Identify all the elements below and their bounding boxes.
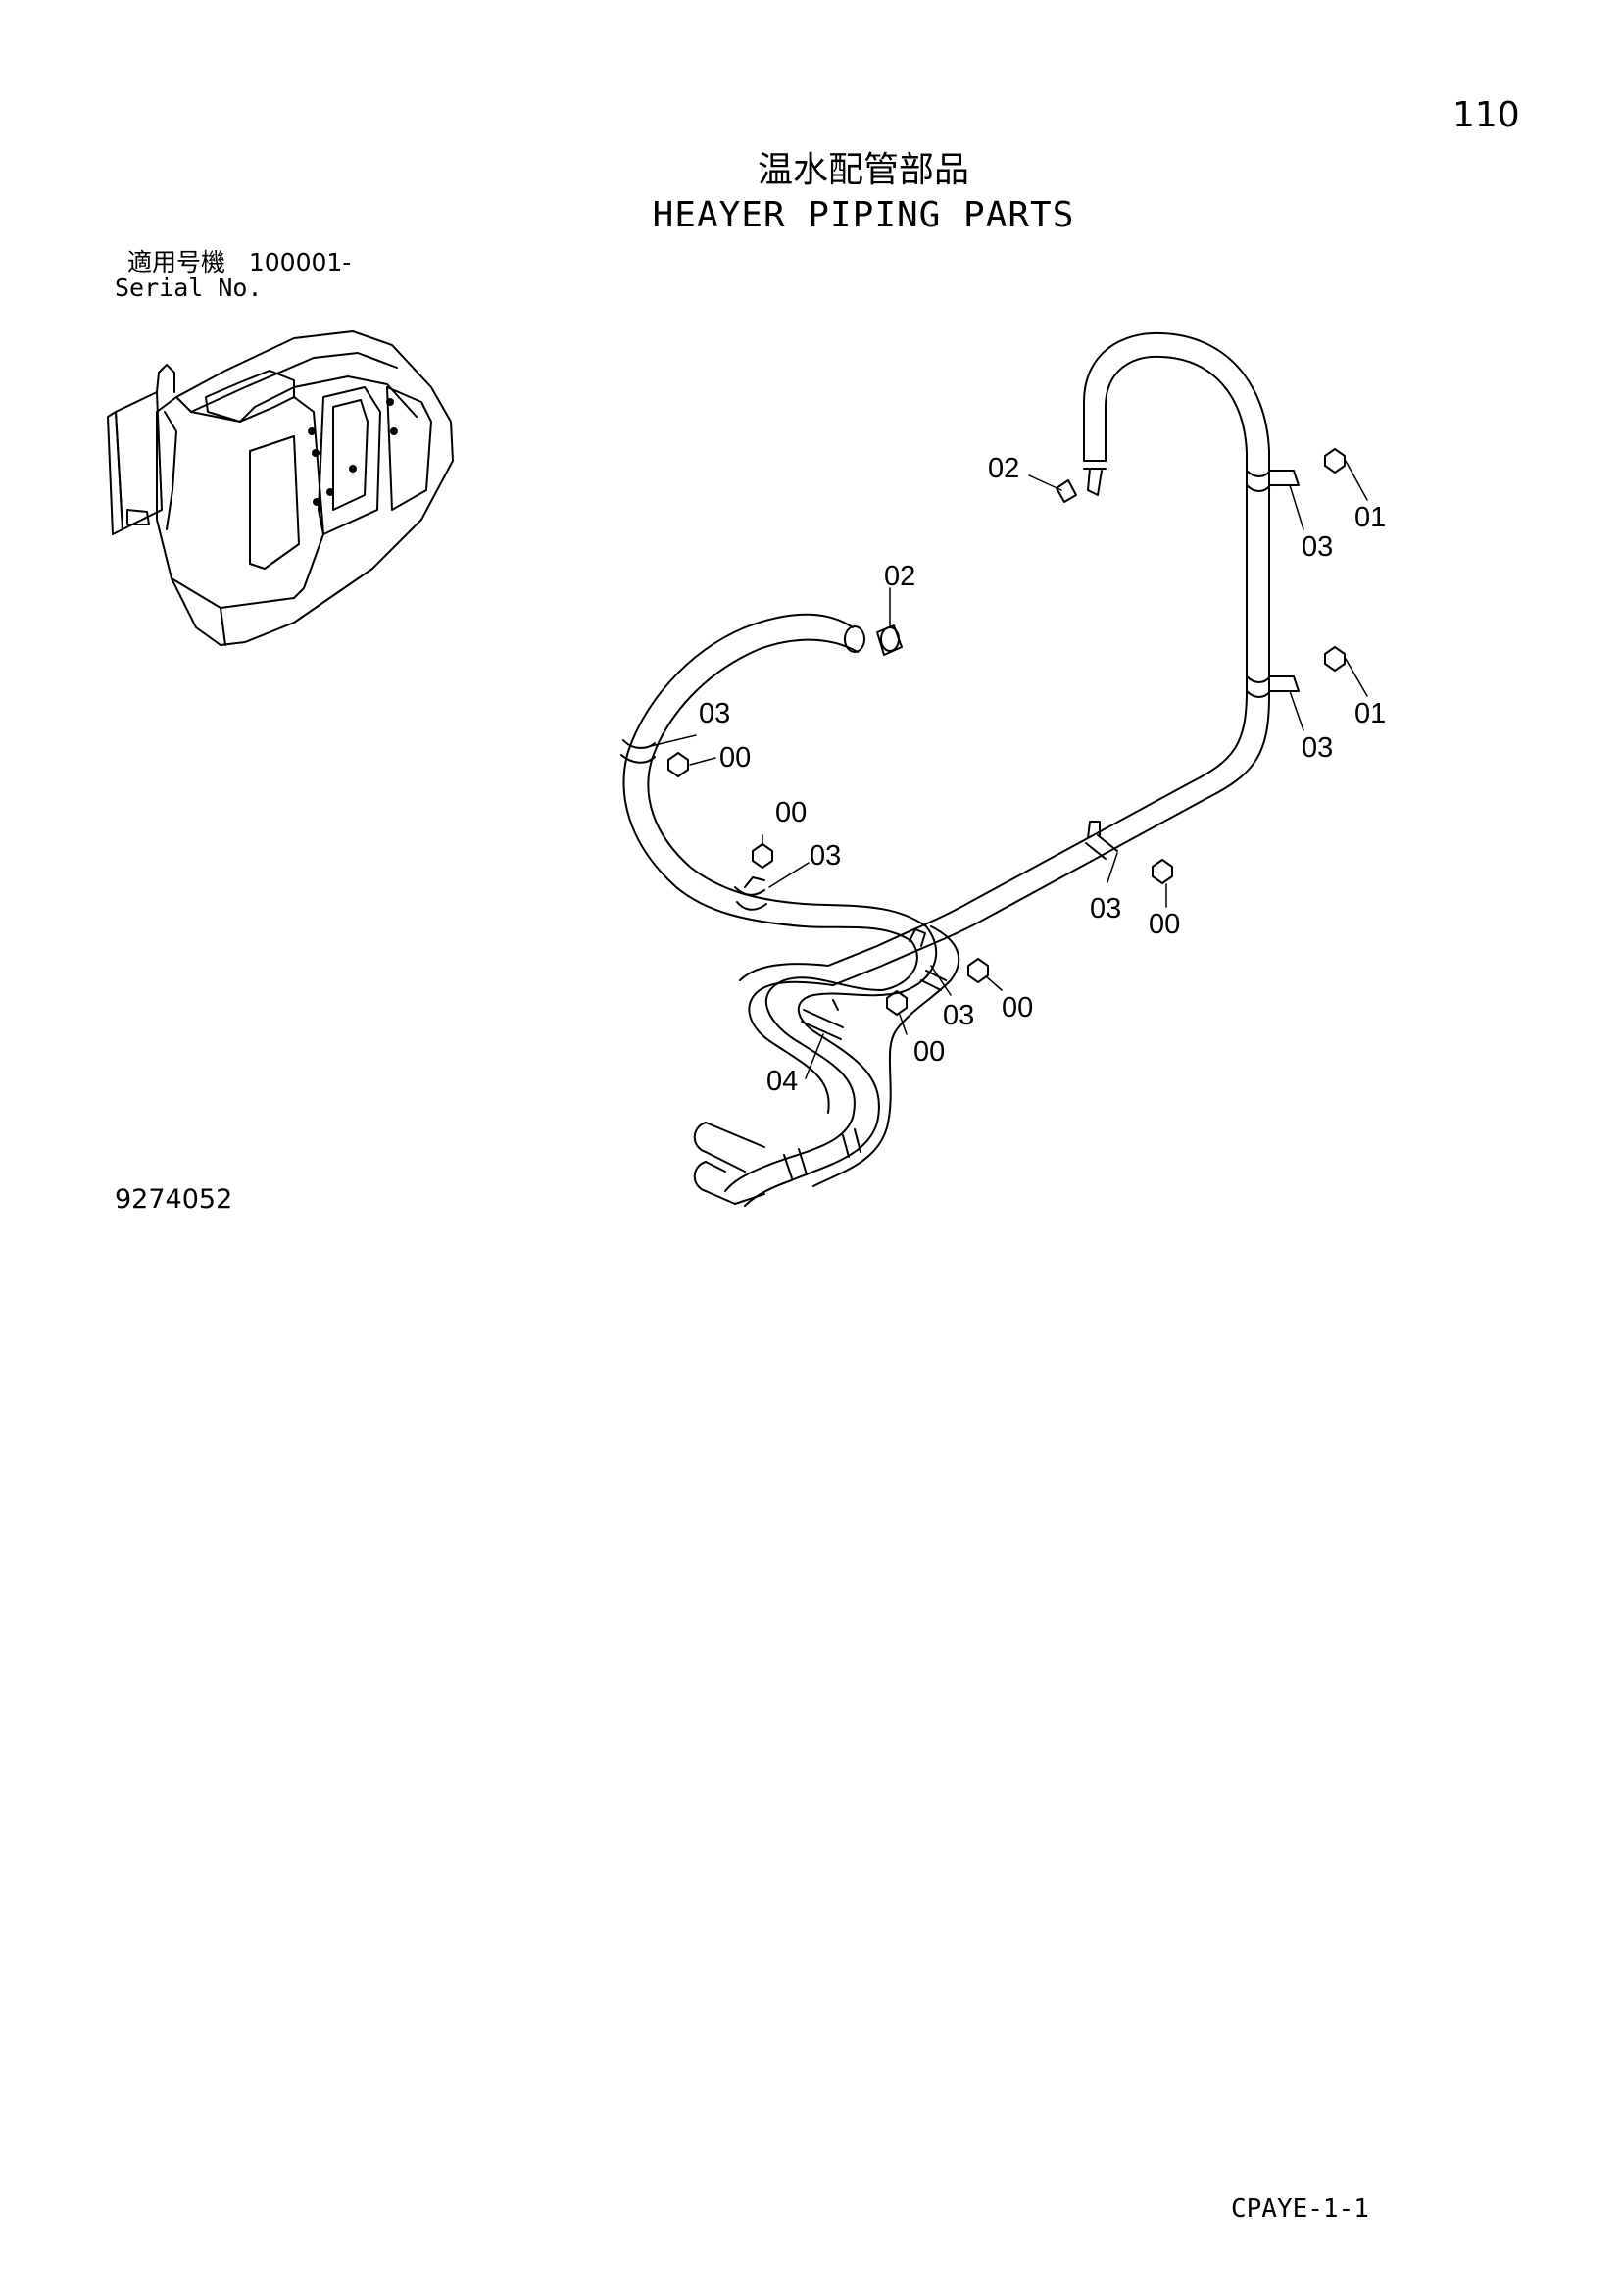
page-number: 110 (1452, 95, 1520, 135)
callout-03-lower: 03 (943, 1000, 974, 1031)
callout-03-right: 03 (1090, 893, 1121, 924)
callout-03-center: 03 (810, 840, 841, 872)
fittings (667, 448, 1346, 1016)
callout-00-right: 00 (1149, 909, 1180, 940)
callout-02-top: 02 (988, 453, 1019, 484)
leader-lines (646, 460, 1368, 1079)
page-title-jp: 温水配管部品 (757, 150, 969, 190)
serial-range: 100001- (248, 248, 352, 276)
callout-02-left: 02 (884, 561, 915, 592)
serial-label-jp: 適用号機 (127, 248, 226, 276)
callout-04: 04 (766, 1066, 798, 1097)
callout-00-lower: 00 (913, 1036, 945, 1068)
cab-thumbnail (107, 330, 454, 646)
page-code: CPAYE-1-1 (1231, 2194, 1369, 2223)
serial-line-jp: 適用号機 100001- (127, 249, 351, 276)
serial-label-en: Serial No. (115, 274, 263, 302)
callout-00-lower-right: 00 (1002, 992, 1033, 1023)
callout-00-center: 00 (775, 797, 807, 828)
drawing-number: 9274052 (115, 1184, 233, 1215)
page-title-en: HEAYER PIPING PARTS (652, 195, 1075, 235)
callout-03-top: 03 (1302, 531, 1333, 563)
callout-00-left: 00 (719, 742, 751, 774)
callout-01-mid: 01 (1354, 698, 1386, 729)
callout-03-left: 03 (699, 698, 730, 729)
callout-labels: 02 01 03 02 01 03 03 00 00 03 03 00 03 0… (699, 453, 1386, 1097)
callout-03-mid: 03 (1302, 732, 1333, 764)
callout-01-top: 01 (1354, 502, 1386, 533)
heater-hose-assembly (620, 331, 1300, 1207)
